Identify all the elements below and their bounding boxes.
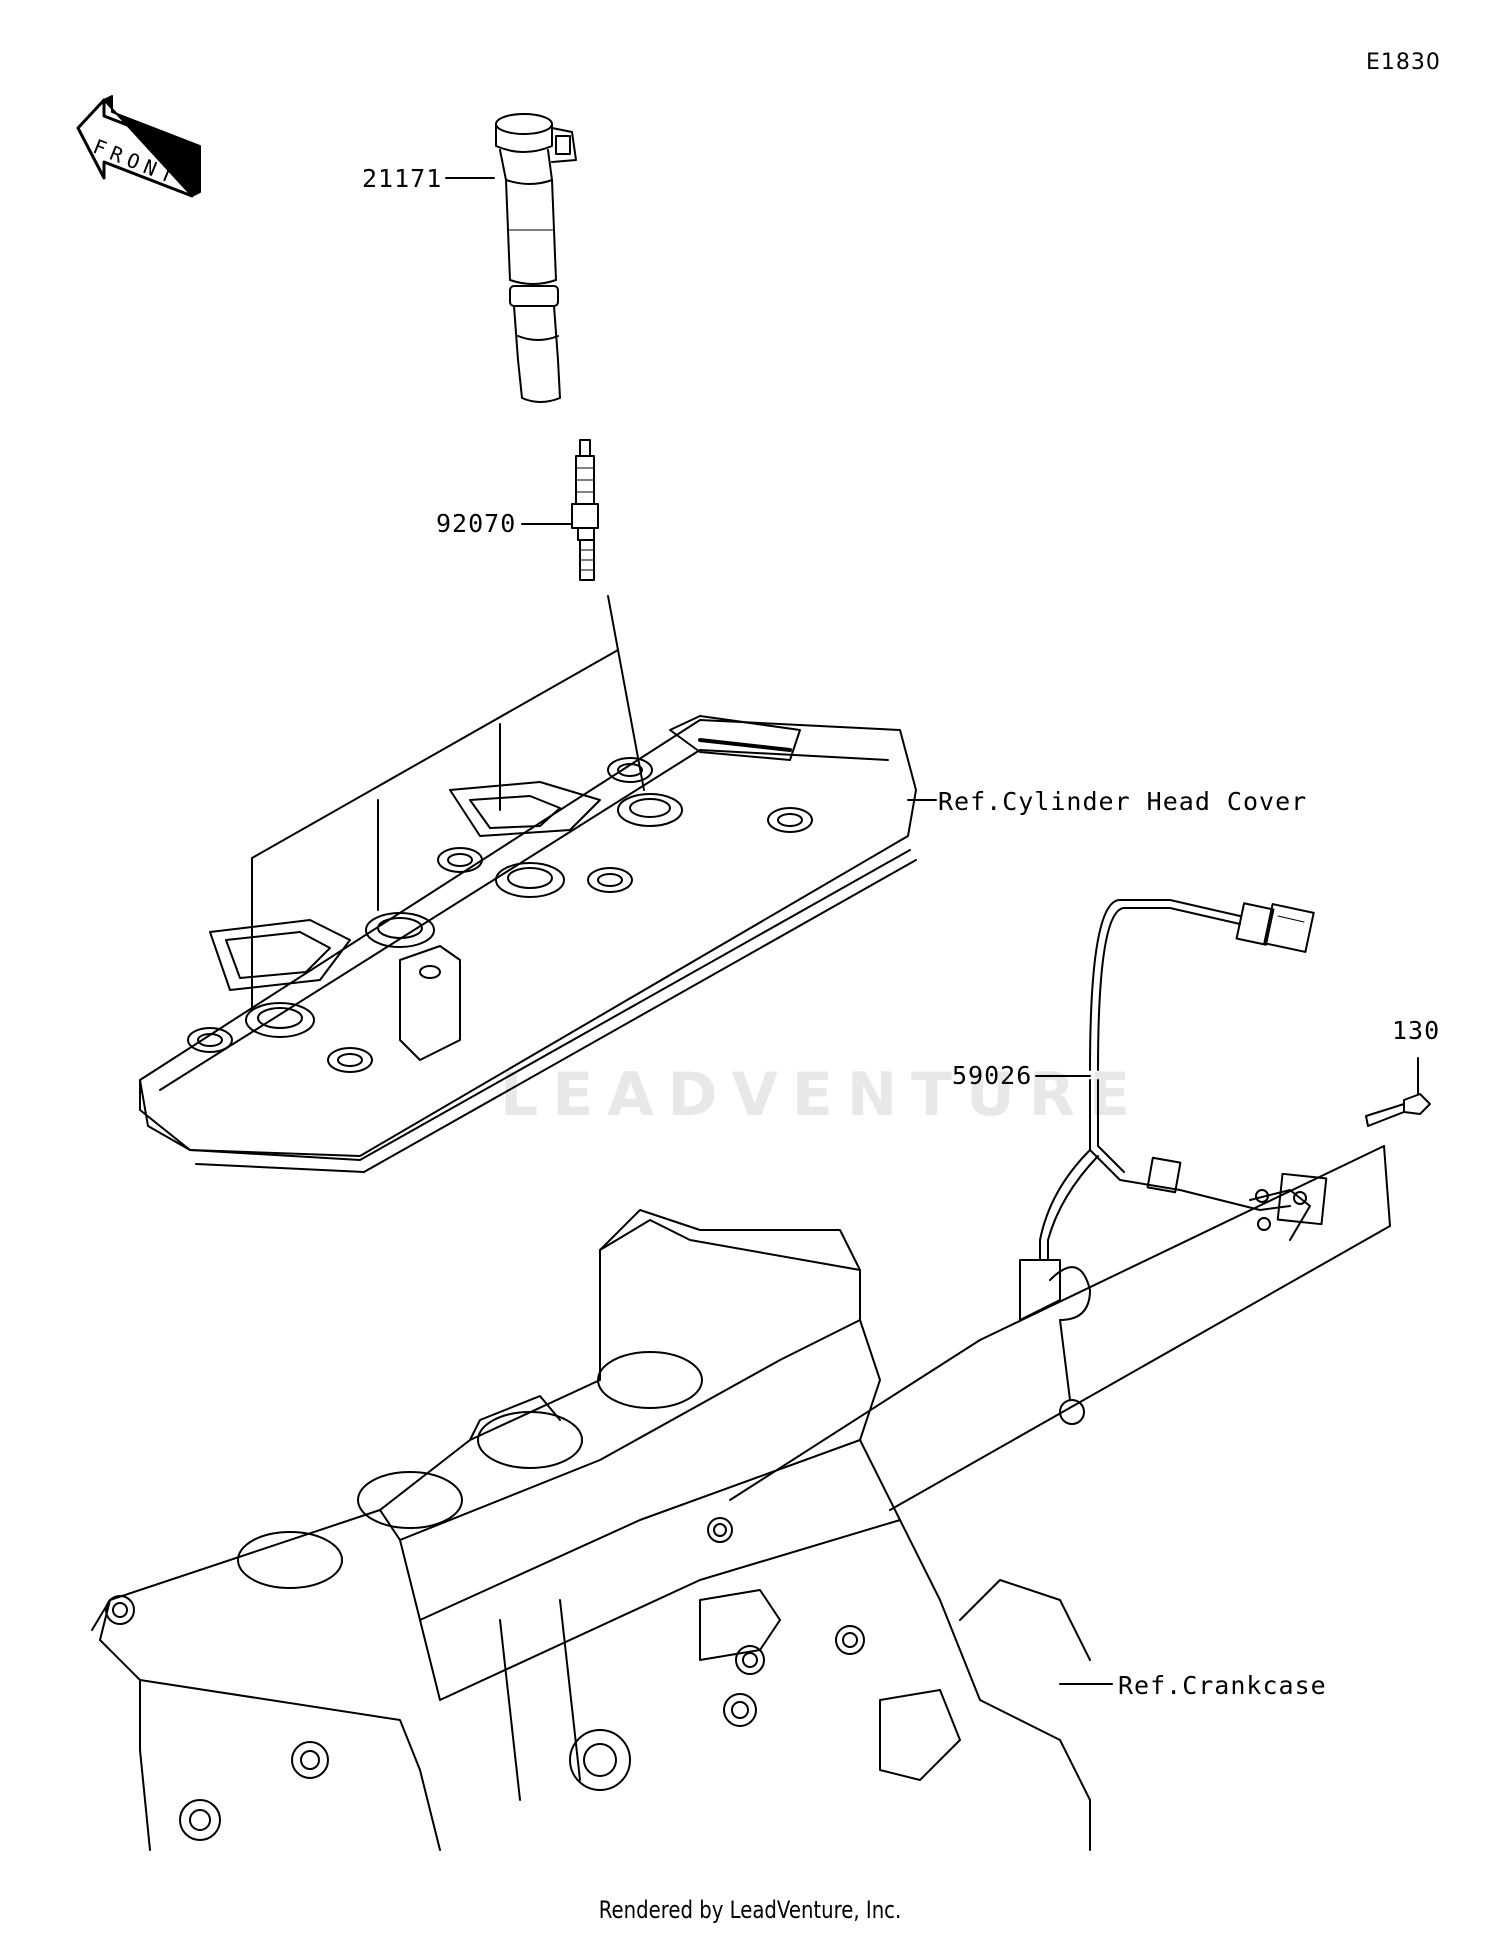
front-arrow-icon <box>76 95 201 198</box>
crankshaft-sensor-icon <box>1019 899 1328 1425</box>
bolt-icon <box>1365 1057 1431 1127</box>
ref-cylinder-head-cover: Ref.Cylinder Head Cover <box>938 787 1308 816</box>
part-number-130: 130 <box>1392 1016 1441 1045</box>
spark-plug-icon <box>571 439 599 581</box>
crankcase-icon <box>91 1209 1113 1851</box>
cylinder-head-cover-icon <box>139 715 937 1173</box>
part-number-59026: 59026 <box>952 1061 1033 1090</box>
part-number-21171: 21171 <box>362 164 443 193</box>
watermark: LEADVENTURE <box>500 1060 1144 1130</box>
footer-credit: Rendered by LeadVenture, Inc. <box>598 1896 902 1924</box>
diagram-id: E1830 <box>1366 50 1441 75</box>
part-number-92070: 92070 <box>436 509 517 538</box>
ref-crankcase: Ref.Crankcase <box>1118 1671 1327 1700</box>
ignition-coil-icon <box>495 113 577 403</box>
